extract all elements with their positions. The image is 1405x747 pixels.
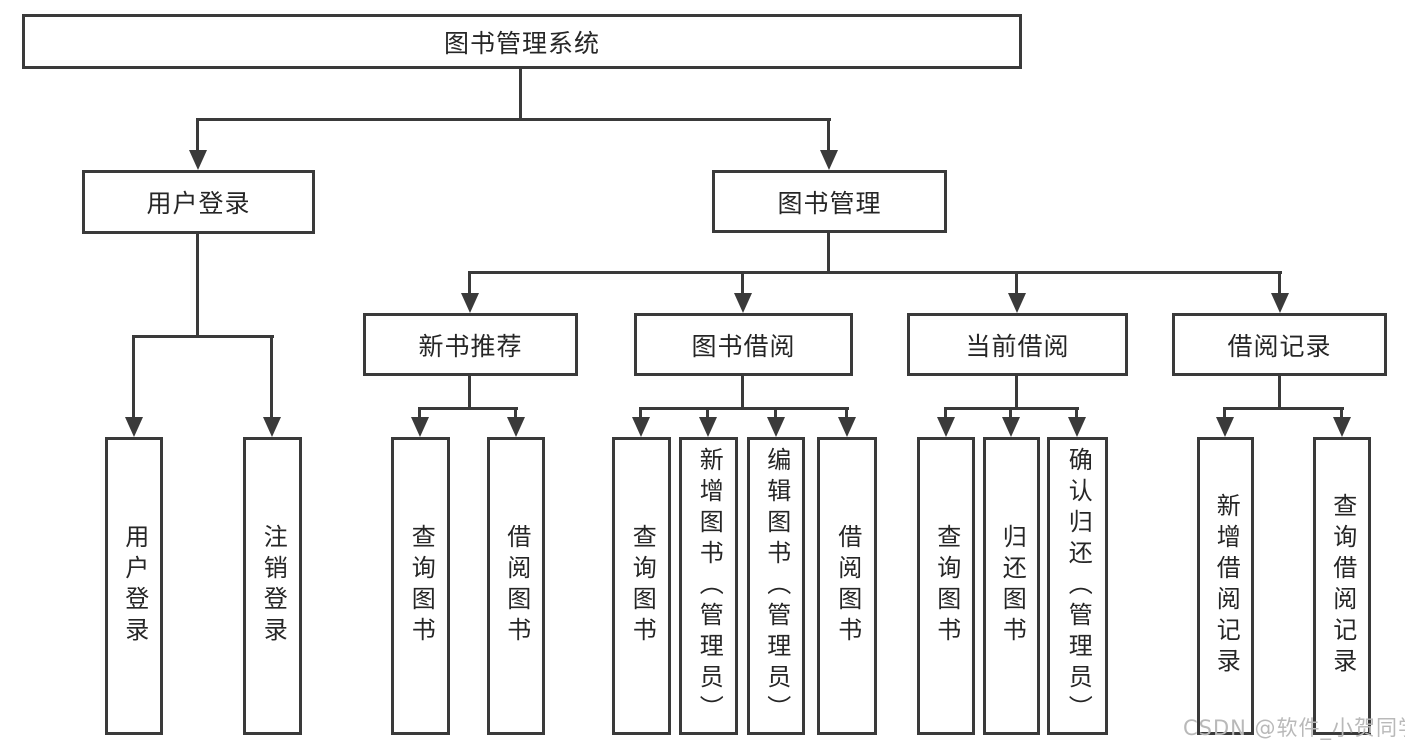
edge-bb-query-stem: [639, 407, 642, 419]
edge-leaf-logout-stem: [270, 335, 273, 419]
edge-user-login-stem: [196, 234, 199, 336]
leaf-newbook-query-label: 查询图书: [407, 524, 436, 648]
leaf-logout-label: 注销登录: [259, 524, 288, 648]
arrow-to-current-borrow: [1008, 293, 1026, 313]
leaf-borrow-query-label: 查询图书: [628, 524, 657, 648]
node-book-borrow-label: 图书借阅: [691, 331, 796, 361]
csdn-watermark: CSDN @软件_小贺同学: [1183, 716, 1405, 740]
leaf-newbook-borrow-label: 借阅图书: [502, 524, 531, 648]
edge-new-book-stem: [468, 376, 471, 409]
arrow-bb-borrow: [838, 417, 856, 437]
arrow-nb-borrow: [507, 417, 525, 437]
arrow-cb-query: [937, 417, 955, 437]
node-borrow-records: 借阅记录: [1172, 313, 1387, 376]
arrow-leaf-user-login: [125, 417, 143, 437]
arrow-to-user-login: [189, 150, 207, 170]
arrow-to-book-mgmt: [820, 150, 838, 170]
edge-book-mgmt-stem: [827, 233, 830, 273]
leaf-current-confirm-label: 确认归还（管理员）: [1064, 446, 1093, 726]
edge-book-mgmt-bar: [468, 271, 1282, 274]
edge-borrow-records-bar: [1223, 407, 1344, 410]
arrow-leaf-logout: [263, 417, 281, 437]
leaf-current-confirm: 确认归还（管理员）: [1047, 437, 1108, 735]
node-book-mgmt-label: 图书管理: [777, 188, 882, 218]
edge-book-borrow-bar: [639, 407, 849, 410]
leaf-records-add: 新增借阅记录: [1197, 437, 1254, 735]
leaf-borrow-add-label: 新增图书（管理员）: [695, 446, 724, 726]
leaf-logout: 注销登录: [243, 437, 302, 735]
node-user-login-label: 用户登录: [146, 189, 251, 218]
arrow-bb-edit: [767, 417, 785, 437]
edge-nb-borrow-stem: [514, 407, 517, 419]
edge-bb-edit-stem: [774, 407, 777, 419]
node-current-borrow: 当前借阅: [907, 313, 1128, 376]
leaf-current-return: 归还图书: [983, 437, 1040, 735]
node-book-mgmt: 图书管理: [712, 170, 947, 233]
node-root: 图书管理系统: [22, 14, 1022, 69]
arrow-to-borrow-records: [1271, 293, 1289, 313]
arrow-to-new-book: [461, 293, 479, 313]
edge-br-query-stem: [1340, 407, 1343, 419]
leaf-records-add-label: 新增借阅记录: [1212, 493, 1241, 679]
edge-nb-query-stem: [418, 407, 421, 419]
leaf-user-login: 用户登录: [105, 437, 163, 735]
edge-root-stem: [519, 69, 522, 119]
leaf-newbook-borrow: 借阅图书: [487, 437, 545, 735]
leaf-records-query: 查询借阅记录: [1313, 437, 1371, 735]
edge-cb-confirm-stem: [1075, 407, 1078, 419]
leaf-current-return-label: 归还图书: [998, 524, 1027, 648]
edge-bb-add-stem: [706, 407, 709, 419]
leaf-borrow-add: 新增图书（管理员）: [679, 437, 738, 735]
node-user-login: 用户登录: [82, 170, 315, 234]
leaf-borrow-edit-label: 编辑图书（管理员）: [762, 446, 791, 726]
edge-to-new-book-stem: [468, 271, 471, 295]
edge-cb-return-stem: [1009, 407, 1012, 419]
edge-borrow-records-stem2: [1278, 376, 1281, 409]
edge-user-login-bar: [133, 335, 274, 338]
edge-current-borrow-stem2: [1015, 376, 1018, 409]
edge-leaf-user-login-stem: [132, 335, 135, 419]
leaf-borrow-borrow: 借阅图书: [817, 437, 877, 735]
leaf-current-query-label: 查询图书: [932, 524, 961, 648]
leaf-newbook-query: 查询图书: [391, 437, 450, 735]
edge-new-book-bar: [418, 407, 518, 410]
edge-book-borrow-stem2: [741, 376, 744, 409]
arrow-bb-query: [632, 417, 650, 437]
edge-br-add-stem: [1223, 407, 1226, 419]
leaf-borrow-query: 查询图书: [612, 437, 671, 735]
edge-to-user-login-stem: [196, 118, 199, 152]
edge-cb-query-stem: [944, 407, 947, 419]
leaf-records-query-label: 查询借阅记录: [1328, 493, 1357, 679]
arrow-cb-confirm: [1068, 417, 1086, 437]
leaf-borrow-edit: 编辑图书（管理员）: [747, 437, 805, 735]
arrow-nb-query: [411, 417, 429, 437]
node-current-borrow-label: 当前借阅: [965, 331, 1070, 361]
arrow-br-query: [1333, 417, 1351, 437]
edge-bb-borrow-stem: [845, 407, 848, 419]
leaf-borrow-borrow-label: 借阅图书: [833, 524, 862, 648]
node-new-book-rec-label: 新书推荐: [418, 331, 523, 361]
edge-root-bar: [197, 118, 831, 121]
node-root-label: 图书管理系统: [443, 28, 600, 58]
arrow-to-book-borrow: [734, 293, 752, 313]
leaf-current-query: 查询图书: [917, 437, 975, 735]
arrow-br-add: [1216, 417, 1234, 437]
node-borrow-records-label: 借阅记录: [1227, 331, 1332, 361]
arrow-bb-add: [699, 417, 717, 437]
node-book-borrow: 图书借阅: [634, 313, 853, 376]
edge-to-book-borrow-stem: [741, 271, 744, 295]
edge-to-current-borrow-stem: [1015, 271, 1018, 295]
leaf-user-login-label: 用户登录: [120, 524, 149, 648]
edge-to-borrow-records-stem: [1278, 271, 1281, 295]
arrow-cb-return: [1002, 417, 1020, 437]
edge-to-book-mgmt-stem: [827, 118, 830, 152]
node-new-book-rec: 新书推荐: [363, 313, 578, 376]
